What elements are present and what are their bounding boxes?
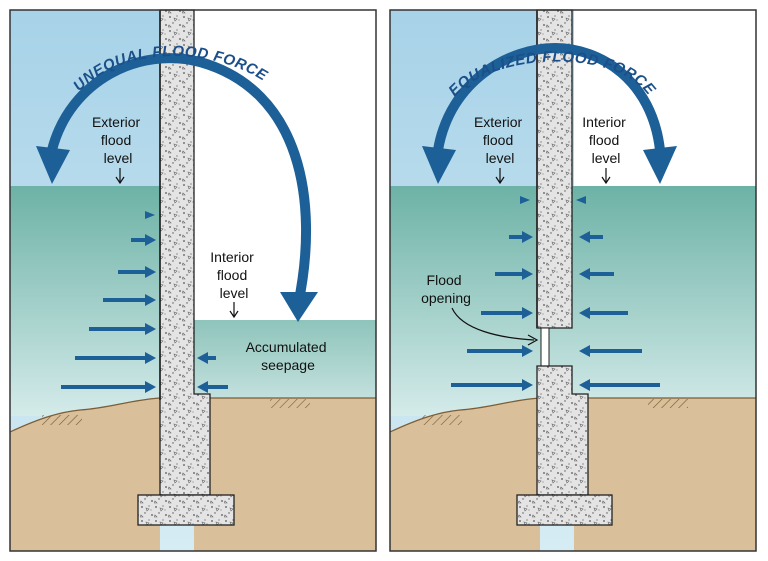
- flood-opening: [540, 327, 550, 367]
- arrow-right-icon: [75, 352, 156, 364]
- arrow-right-icon: [131, 234, 156, 246]
- arrow-right-icon: [481, 307, 533, 319]
- arrow-left-icon: [197, 352, 216, 364]
- left-ground-hatch-2: [270, 399, 310, 408]
- left-frame: [9, 9, 377, 552]
- arrow-right-icon: [118, 266, 156, 278]
- right-interior-label: Interior flood level: [582, 114, 629, 166]
- arrow-right-icon: [103, 294, 156, 306]
- right-exterior-label: Exterior flood level: [474, 114, 526, 166]
- arrow-left-icon: [197, 381, 228, 393]
- arrow-right-icon: [495, 268, 533, 280]
- arrow-left-icon: [576, 196, 586, 204]
- left-ground-exterior: [10, 398, 160, 551]
- right-interior-force-arrows: [576, 196, 660, 391]
- arrow-right-icon: [467, 345, 533, 357]
- right-ground-interior: [574, 398, 756, 551]
- arrow-right-icon: [61, 381, 156, 393]
- arrow-left-icon: [579, 268, 614, 280]
- arrow-left-icon: [579, 307, 628, 319]
- arrow-left-icon: [579, 231, 603, 243]
- arrow-right-icon: [89, 323, 156, 335]
- arrow-right-icon: [509, 231, 533, 243]
- left-ground-interior: [194, 398, 376, 551]
- right-water: [390, 186, 756, 416]
- left-seepage-label: Accumulated seepage: [246, 339, 331, 373]
- right-panel: EQUALIZED FLOOD FORCES Exterior flood le…: [0, 0, 757, 552]
- curved-arrow-icon: [47, 53, 312, 307]
- right-ground-hatch: [422, 415, 462, 425]
- left-interior-force-arrows: [197, 352, 228, 393]
- right-curved-arrow: [422, 42, 677, 184]
- left-footing: [137, 494, 235, 526]
- right-ground-exterior: [390, 398, 540, 551]
- curved-arrow-icon: [433, 42, 665, 151]
- left-interior-label: Interior flood level: [210, 249, 257, 301]
- arrow-right-icon: [145, 211, 155, 219]
- arrow-right-icon: [520, 196, 530, 204]
- right-footing: [516, 494, 613, 526]
- arrow-left-icon: [579, 379, 660, 391]
- left-panel: UNEQUAL FLOOD FORCES Exterior flood leve…: [0, 0, 377, 552]
- arrow-right-icon: [451, 379, 533, 391]
- left-exterior-force-arrows: [61, 211, 156, 393]
- right-exterior-force-arrows: [451, 196, 533, 391]
- right-ground-hatch-2: [648, 399, 688, 408]
- left-dry-interior: [194, 10, 376, 320]
- right-opening-label: Flood opening: [421, 272, 471, 306]
- left-exterior-label: Exterior flood level: [92, 114, 144, 166]
- arrow-left-icon: [579, 345, 642, 357]
- left-curved-arrow: [36, 53, 318, 322]
- right-frame: [389, 9, 757, 552]
- left-ground-hatch: [42, 415, 82, 425]
